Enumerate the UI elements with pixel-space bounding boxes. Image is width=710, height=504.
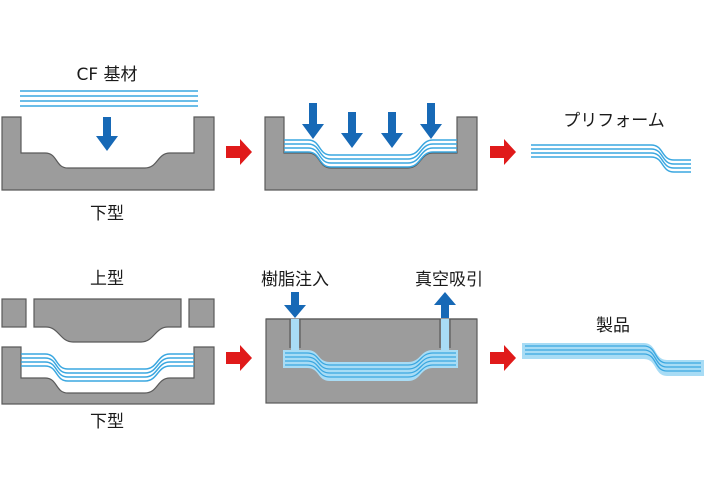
preform-in-mold — [21, 353, 194, 382]
label-resin-injection: 樹脂注入 — [261, 270, 329, 290]
arrow-down-icon — [284, 292, 306, 318]
arrow-right-icon — [490, 345, 516, 371]
label-cf-base: CF 基材 — [76, 65, 137, 85]
upper-mold-left-block — [1, 298, 27, 328]
arrow-down-icon — [420, 103, 442, 139]
product-fibers — [525, 345, 701, 372]
label-vacuum-suction: 真空吸引 — [415, 270, 483, 290]
upper-mold-separation-line — [266, 318, 477, 348]
lower-mold-1 — [1, 116, 215, 191]
resin-inlet-port — [291, 319, 299, 350]
label-preform: プリフォーム — [563, 111, 665, 131]
label-lower-mold-1: 下型 — [90, 204, 124, 224]
fiber-in-resin — [285, 352, 456, 378]
vacuum-outlet-port — [441, 319, 449, 350]
arrow-right-icon — [490, 139, 516, 165]
preform-shape — [531, 144, 691, 173]
arrow-right-icon — [226, 139, 252, 165]
lower-mold-2 — [1, 346, 215, 405]
label-product: 製品 — [596, 316, 630, 336]
label-upper-mold: 上型 — [90, 269, 124, 289]
label-lower-mold-2: 下型 — [90, 412, 124, 432]
arrow-up-icon — [434, 292, 456, 318]
cf-base-sheet — [20, 90, 198, 107]
arrow-down-icon — [302, 103, 324, 139]
step-resin-injection: 樹脂注入 真空吸引 — [261, 270, 483, 404]
upper-mold — [33, 298, 182, 343]
arrow-down-icon — [381, 112, 403, 148]
upper-mold-right-block — [188, 298, 215, 328]
arrow-down-icon — [96, 117, 118, 151]
step-mold-closing: 上型 下型 — [1, 269, 215, 432]
step-preforming — [264, 103, 478, 191]
step-cf-base-placement: CF 基材 下型 — [1, 65, 215, 224]
arrow-right-icon — [226, 345, 252, 371]
arrow-down-icon — [341, 112, 363, 148]
fiber-stack-preforming — [284, 139, 457, 168]
lower-mold-preforming — [264, 116, 478, 191]
step-final-product: 製品 — [522, 316, 704, 376]
step-preform-result: プリフォーム — [531, 111, 691, 173]
